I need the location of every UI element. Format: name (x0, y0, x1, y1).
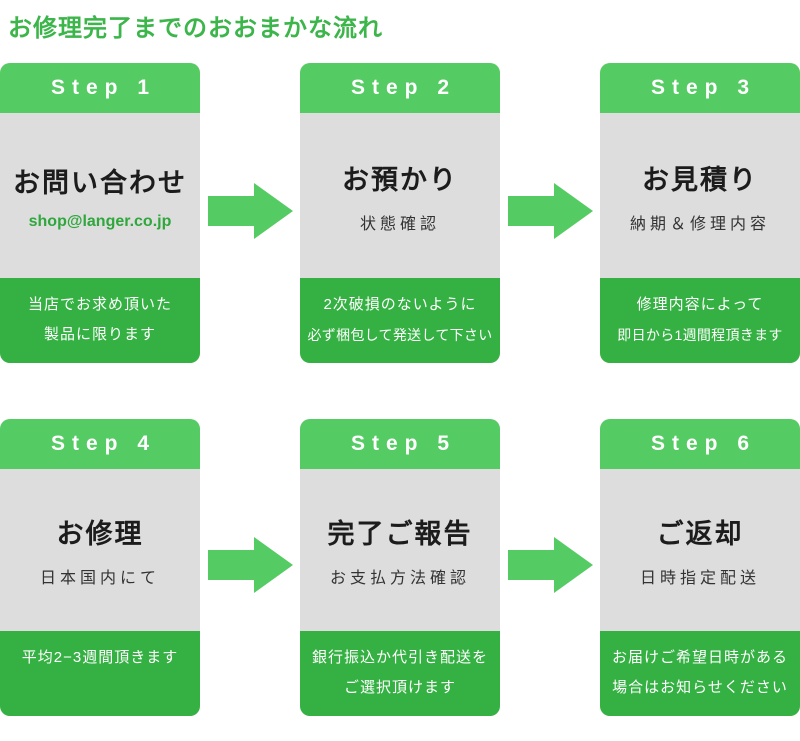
step-2-title: お預かり (342, 164, 458, 195)
step-1-body: お問い合わせ shop@langer.co.jp (0, 113, 200, 278)
contact-email-link[interactable]: shop@langer.co.jp (28, 212, 172, 230)
step-3-subtitle: 納期＆修理内容 (629, 215, 770, 233)
footer-line: 修理内容によって (636, 296, 764, 313)
page-title: お修理完了までのおおまかな流れ (8, 15, 383, 42)
step-1-footer: 当店でお求め頂いた 製品に限ります (0, 278, 200, 363)
step-6-footer: お届けご希望日時がある 場合はお知らせください (600, 631, 800, 716)
footer-line: 即日から1週間程頂きます (617, 327, 783, 343)
step-4-title: お修理 (56, 519, 144, 549)
step-5-footer: 銀行振込か代引き配送を ご選択頂けます (300, 631, 500, 716)
step-card-1: Step 1 お問い合わせ shop@langer.co.jp 当店でお求め頂い… (0, 63, 200, 363)
step-2-badge: Step 2 (300, 63, 500, 113)
step-card-5: Step 5 完了ご報告 お支払方法確認 銀行振込か代引き配送を ご選択頂けます (300, 419, 500, 716)
step-6-subtitle: 日時指定配送 (639, 570, 760, 587)
right-arrow-icon (508, 537, 593, 593)
step-2-footer: 2次破損のないように 必ず梱包して発送して下さい (300, 278, 500, 363)
step-2-body: お預かり 状態確認 (300, 113, 500, 278)
step-6-badge: Step 6 (600, 419, 800, 469)
footer-line: 製品に限ります (43, 326, 156, 343)
step-1-title: お問い合わせ (13, 167, 187, 198)
right-arrow-icon (208, 183, 293, 239)
step-3-body: お見積り 納期＆修理内容 (600, 113, 800, 278)
step-card-2: Step 2 お預かり 状態確認 2次破損のないように 必ず梱包して発送して下さ… (300, 63, 500, 363)
footer-line: 当店でお求め頂いた (27, 296, 172, 313)
footer-line: お届けご希望日時がある (611, 649, 788, 666)
footer-line: 銀行振込か代引き配送を (311, 649, 488, 666)
step-card-4: Step 4 お修理 日本国内にて 平均2−3週間頂きます (0, 419, 200, 716)
step-5-body: 完了ご報告 お支払方法確認 (300, 469, 500, 631)
step-5-badge: Step 5 (300, 419, 500, 469)
step-card-6: Step 6 ご返却 日時指定配送 お届けご希望日時がある 場合はお知らせくださ… (600, 419, 800, 716)
right-arrow-icon (208, 537, 293, 593)
step-6-body: ご返却 日時指定配送 (600, 469, 800, 631)
right-arrow-icon (508, 183, 593, 239)
step-4-footer: 平均2−3週間頂きます (0, 631, 200, 716)
footer-line: 必ず梱包して発送して下さい (307, 327, 493, 343)
step-5-subtitle: お支払方法確認 (329, 570, 470, 587)
step-3-title: お見積り (642, 164, 758, 195)
footer-line: 場合はお知らせください (612, 679, 788, 696)
step-6-title: ご返却 (656, 519, 744, 549)
step-1-badge: Step 1 (0, 63, 200, 113)
step-4-subtitle: 日本国内にて (39, 570, 160, 587)
step-3-footer: 修理内容によって 即日から1週間程頂きます (600, 278, 800, 363)
step-4-body: お修理 日本国内にて (0, 469, 200, 631)
step-3-badge: Step 3 (600, 63, 800, 113)
step-2-subtitle: 状態確認 (359, 215, 440, 233)
step-card-3: Step 3 お見積り 納期＆修理内容 修理内容によって 即日から1週間程頂きま… (600, 63, 800, 363)
footer-line: 平均2−3週間頂きます (21, 649, 179, 666)
footer-line: ご選択頂けます (343, 679, 456, 696)
footer-line: 2次破損のないように (323, 296, 477, 313)
step-5-title: 完了ご報告 (327, 519, 473, 549)
step-4-badge: Step 4 (0, 419, 200, 469)
